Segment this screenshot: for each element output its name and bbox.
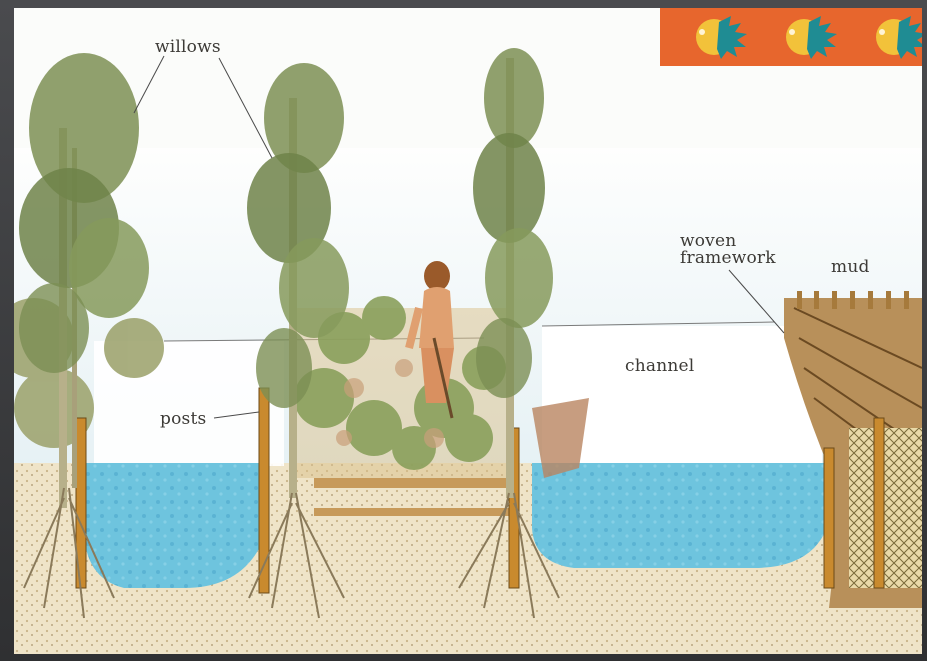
label-channel: channel [625, 358, 694, 375]
label-mud: mud [831, 259, 870, 276]
label-woven-line2: framework [680, 250, 776, 267]
water-left [84, 463, 264, 588]
illustration-art [14, 8, 922, 654]
label-posts: posts [160, 411, 206, 428]
label-woven-framework: woven framework [680, 233, 776, 267]
serpent-border-band [660, 8, 922, 66]
label-willows: willows [155, 39, 221, 56]
chinampa-illustration: willows posts channel woven framework mu… [14, 8, 922, 654]
water-right [532, 463, 835, 568]
